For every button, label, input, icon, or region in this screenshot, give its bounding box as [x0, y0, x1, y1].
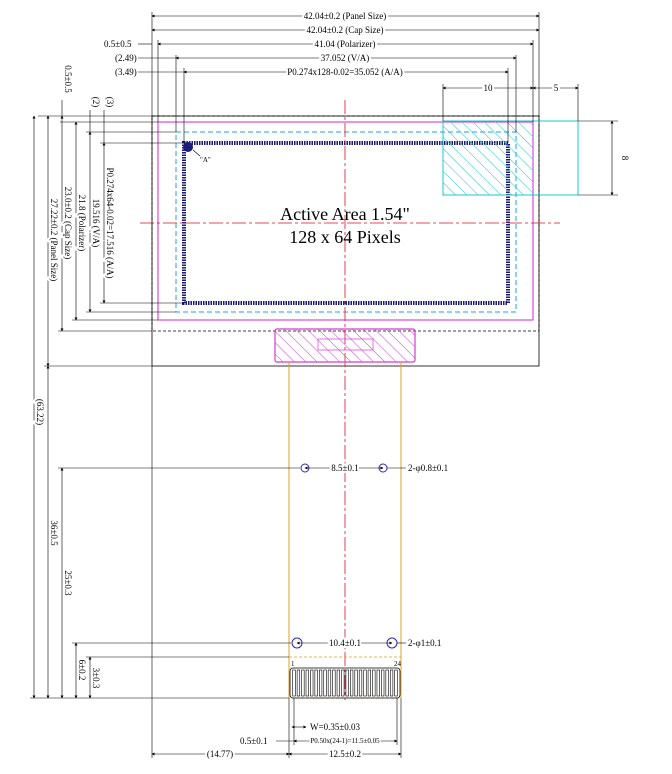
fpc-stiffener: [288, 656, 402, 699]
panel-width-dim: 42.04±0.2 (Panel Size): [304, 11, 386, 21]
aa-height-dim: P0.274x64-0.02=17.516 (A/A): [105, 167, 115, 278]
fpc-pin: [389, 669, 394, 697]
cap-height-dim: 23.0±0.2 (Cap Size): [63, 187, 73, 259]
fpc-pin: [394, 669, 398, 697]
fpc-pin: [310, 669, 314, 697]
left-dimension-group: P0.274x64-0.02=17.516 (A/A) 19.516 (V/A)…: [30, 65, 300, 699]
fpc-pin: [301, 669, 305, 697]
top-dimension-group: 42.04±0.2 (Panel Size) 42.04±0.2 (Cap Si…: [104, 9, 630, 196]
fpc-pin: [319, 669, 323, 697]
fpc-pin: [372, 669, 376, 697]
bottom-dimension-group: W=0.35±0.03 0.5±0.1 P0.50x(24-1)=11.5±0.…: [151, 366, 402, 761]
fpc-pin: [381, 669, 385, 697]
va-width-dim: 37.052 (V/A): [321, 53, 370, 63]
offset-dim: (14.77): [207, 749, 233, 759]
fpc-pin: [341, 669, 345, 697]
pin-first-label: 1: [291, 660, 295, 668]
va-height-dim: 19.516 (V/A): [91, 199, 101, 248]
fpc-pin: [363, 669, 367, 697]
panel-height-dim: 27.22±0.2 (Panel Size): [49, 199, 59, 281]
pin-last-label: 24: [394, 660, 402, 668]
polarizer-width-dim: 41.04 (Polarizer): [315, 39, 376, 49]
d3b-dim: 3±0.3: [91, 668, 101, 689]
fpc-pin: [367, 669, 371, 697]
edge-dim: 0.5±0.1: [240, 736, 267, 746]
fpc-pin-group: [289, 667, 401, 699]
polarizer-height-dim: 21.8 (Polarizer): [77, 195, 87, 251]
total-height-dim: (63.22): [35, 399, 45, 425]
connector-block: [274, 328, 416, 363]
fpc-pin: [350, 669, 354, 697]
d2-dim: (2): [91, 97, 101, 108]
fpc-pin: [358, 669, 363, 697]
d6-dim: 6±0.2: [77, 660, 87, 681]
pixel-a-marker: [183, 142, 193, 152]
connector-inner: [317, 338, 374, 351]
pin-pitch-dim: P0.50x(24-1)=11.5±0.05: [310, 737, 380, 745]
va-offset-dim: (2.49): [115, 53, 137, 63]
cyan-hatch-fill: [443, 121, 533, 195]
d3-dim: (3): [105, 97, 115, 108]
visible-area-outline: [175, 131, 517, 313]
pixel-a-label: "A": [200, 156, 211, 164]
polarizer-offset-dim: 0.5±0.5: [104, 39, 132, 49]
fpc-pin: [336, 669, 340, 697]
fpc-pin: [332, 669, 336, 697]
top-offset-dim: 0.5±0.5: [63, 65, 73, 93]
cyan-ten-dim: 10: [484, 83, 494, 93]
fpc-contact-outline: [289, 667, 401, 699]
fpc-pin: [385, 669, 389, 697]
pixel-count-title: 128 x 64 Pixels: [289, 227, 401, 247]
fpc-pin: [314, 669, 318, 697]
lower-hole-pitch: 10.4±0.1: [329, 638, 361, 648]
fpc-pin: [323, 669, 327, 697]
cyan-five-dim: 5: [554, 83, 559, 93]
pin-width-dim: W=0.35±0.03: [310, 722, 361, 732]
fpc-pin: [345, 669, 349, 697]
aa-offset-dim: (3.49): [115, 67, 137, 77]
cyan-eight-dim: 8: [620, 156, 630, 161]
active-area-title: Active Area 1.54": [280, 204, 410, 224]
d25-dim: 25±0.3: [63, 570, 73, 596]
polarizer-outline: [157, 121, 534, 321]
fpc-pin: [354, 669, 358, 697]
fpc-pin: [305, 669, 309, 697]
upper-hole-diameter: 2-φ0.8±0.1: [408, 463, 448, 473]
fpc-pin: [296, 669, 301, 697]
fpc-pin: [292, 669, 296, 697]
d36-dim: 36±0.5: [49, 520, 59, 546]
fpc-width-dim: 12.5±0.2: [329, 749, 361, 759]
fpc-pin: [376, 669, 380, 697]
lower-hole-diameter: 2-φ1±0.1: [408, 638, 441, 648]
fpc-pin: [327, 669, 332, 697]
aa-width-dim: P0.274x128-0.02=35.052 (A/A): [287, 67, 403, 77]
upper-hole-pitch: 8.5±0.1: [331, 463, 358, 473]
cap-width-dim: 42.04±0.2 (Cap Size): [307, 25, 384, 35]
